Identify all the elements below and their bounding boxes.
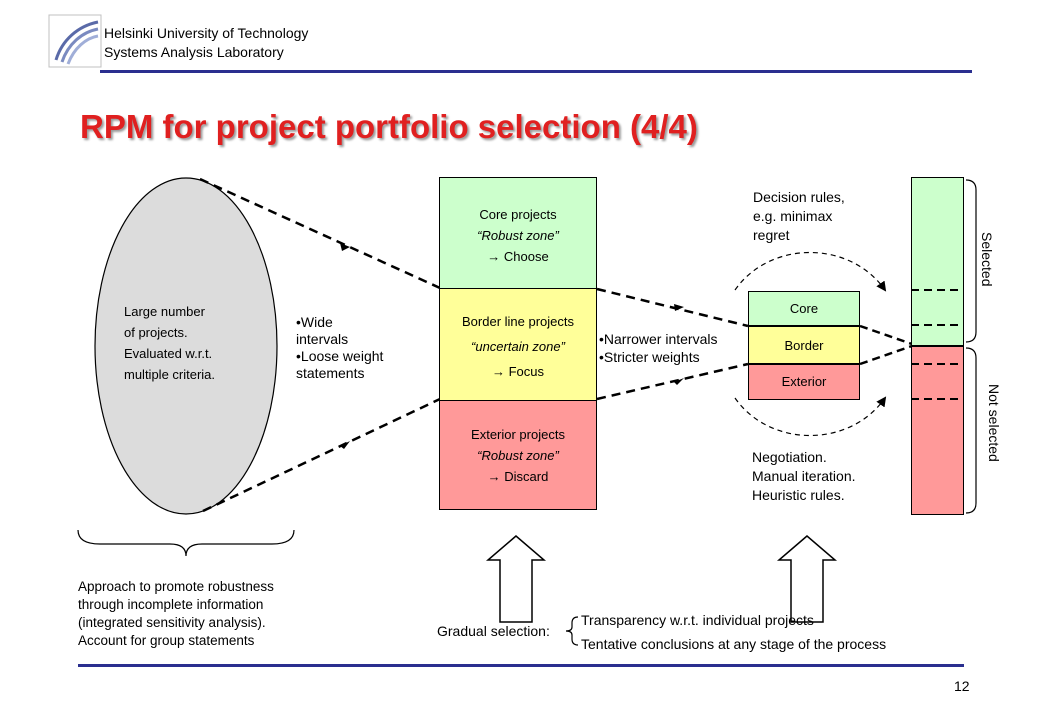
arrow-head-bottom <box>340 441 350 449</box>
footer-rule <box>78 664 964 667</box>
border-projects-zone: Border line projects “uncertain zone” → … <box>439 288 597 401</box>
decision-rules: Decision rules, e.g. minimax regret <box>753 188 845 245</box>
small-core-box: Core <box>748 291 860 327</box>
portfolio-bar-selected <box>911 177 964 345</box>
core-projects-zone: Core projects “Robust zone” → Choose <box>439 177 597 289</box>
ellipse-line4: multiple criteria. <box>124 367 216 382</box>
not-selected-label: Not selected <box>986 384 1002 462</box>
note-narrower-intervals: •Narrower intervals <box>599 331 718 347</box>
left-notes: •Wide intervals •Loose weight statements <box>296 314 383 382</box>
header-rule <box>100 70 972 73</box>
border-zone-action: → Focus <box>491 364 544 379</box>
exterior-projects-zone: Exterior projects “Robust zone” → Discar… <box>439 400 597 510</box>
dashed-line-right-top <box>859 324 913 346</box>
ellipse-line1: Large number <box>124 304 205 319</box>
approach-notes: Approach to promote robustness through i… <box>78 578 274 650</box>
approach-line3: (integrated sensitivity analysis). <box>78 615 266 630</box>
exterior-zone-action: → Discard <box>487 469 549 484</box>
small-exterior-box: Exterior <box>748 364 860 400</box>
not-selected-brace <box>965 347 977 514</box>
note-intervals: intervals <box>296 331 349 347</box>
approach-line2: through incomplete information <box>78 597 264 612</box>
gradual-item-tentative: Tentative conclusions at any stage of th… <box>581 636 887 652</box>
exterior-zone-label: “Robust zone” <box>477 448 559 463</box>
core-zone-action: → Choose <box>487 249 549 264</box>
logo <box>48 14 102 68</box>
small-core-label: Core <box>789 301 819 316</box>
arrow-head-mid-top <box>674 304 684 311</box>
approach-line4: Account for group statements <box>78 633 255 648</box>
page-number: 12 <box>954 678 970 694</box>
dashed-line-mid-top <box>596 287 749 328</box>
negotiation-line2: Manual iteration. <box>752 468 856 484</box>
decision-rules-line2: e.g. minimax <box>753 208 833 224</box>
gradual-brace <box>565 616 579 646</box>
dashed-line-right-bottom <box>859 344 913 366</box>
ellipse-line2: of projects. <box>124 325 188 340</box>
header-line2: Systems Analysis Laboratory <box>104 44 284 60</box>
selected-brace <box>965 179 977 343</box>
note-statements: statements <box>296 365 365 381</box>
small-border-label: Border <box>784 338 824 353</box>
note-stricter-weights: •Stricter weights <box>599 349 700 365</box>
header-line1: Helsinki University of Technology <box>104 25 309 41</box>
negotiation-notes: Negotiation. Manual iteration. Heuristic… <box>752 448 856 505</box>
projects-ellipse <box>94 177 278 515</box>
small-border-box: Border <box>748 325 860 365</box>
gradual-selection-label: Gradual selection: <box>437 623 550 639</box>
portfolio-bar-not-selected <box>911 345 964 515</box>
up-arrow-right <box>776 535 838 623</box>
institution-header: Helsinki University of Technology System… <box>104 24 308 62</box>
page-title: RPM for project portfolio selection (4/4… <box>80 108 698 145</box>
core-zone-title: Core projects <box>479 207 557 222</box>
approach-line1: Approach to promote robustness <box>78 579 274 594</box>
decision-rules-line1: Decision rules, <box>753 189 845 205</box>
approach-brace <box>77 529 295 557</box>
border-zone-label: “uncertain zone” <box>471 339 565 354</box>
negotiation-line3: Heuristic rules. <box>752 487 845 503</box>
border-zone-title: Border line projects <box>462 314 574 329</box>
core-zone-label: “Robust zone” <box>477 228 559 243</box>
small-exterior-label: Exterior <box>781 374 827 389</box>
selected-label: Selected <box>979 232 995 287</box>
dashed-line-mid-bottom <box>596 362 749 401</box>
note-loose-weight: •Loose weight <box>296 348 384 364</box>
mid-notes: •Narrower intervals •Stricter weights <box>599 330 718 366</box>
arrow-head-top <box>340 243 350 251</box>
decision-rules-line3: regret <box>753 227 790 243</box>
curved-arrow-top <box>734 252 887 292</box>
exterior-zone-title: Exterior projects <box>471 427 565 442</box>
arrow-head-mid-bottom <box>674 378 684 385</box>
ellipse-text: Large number of projects. Evaluated w.r.… <box>124 301 215 385</box>
curved-arrow-bottom <box>734 396 887 436</box>
gradual-item-transparency: Transparency w.r.t. individual projects <box>581 612 814 628</box>
negotiation-line1: Negotiation. <box>752 449 827 465</box>
ellipse-line3: Evaluated w.r.t. <box>124 346 213 361</box>
note-wide: •Wide <box>296 314 333 330</box>
dashed-line-bottom <box>202 397 441 513</box>
up-arrow-left <box>485 535 547 623</box>
